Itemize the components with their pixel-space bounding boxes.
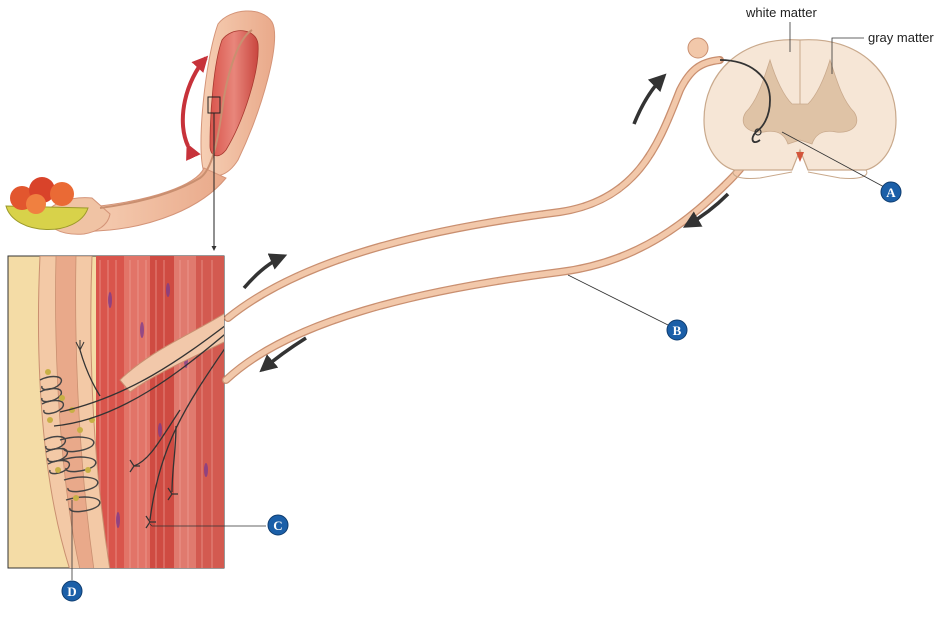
afferent-arrow-icon-2 [634, 76, 664, 124]
arm-illustration [6, 11, 275, 250]
marker-b-text: B [673, 323, 682, 338]
spinal-cord-lower-edge [733, 170, 867, 179]
fruit-3 [50, 182, 74, 206]
marker-d-text: D [67, 584, 76, 599]
marker-a-text: A [886, 185, 896, 200]
muscle-spindle-panel [8, 250, 236, 580]
marker-c-text: C [273, 518, 282, 533]
motor-neuron-fiber [226, 140, 760, 380]
white-matter-label: white matter [745, 5, 817, 20]
fruit-4 [26, 194, 46, 214]
gray-matter-label: gray matter [868, 30, 934, 45]
muscle-fibers [96, 250, 224, 580]
dorsal-root-ganglion [688, 38, 708, 58]
marker-b: B [568, 275, 687, 340]
